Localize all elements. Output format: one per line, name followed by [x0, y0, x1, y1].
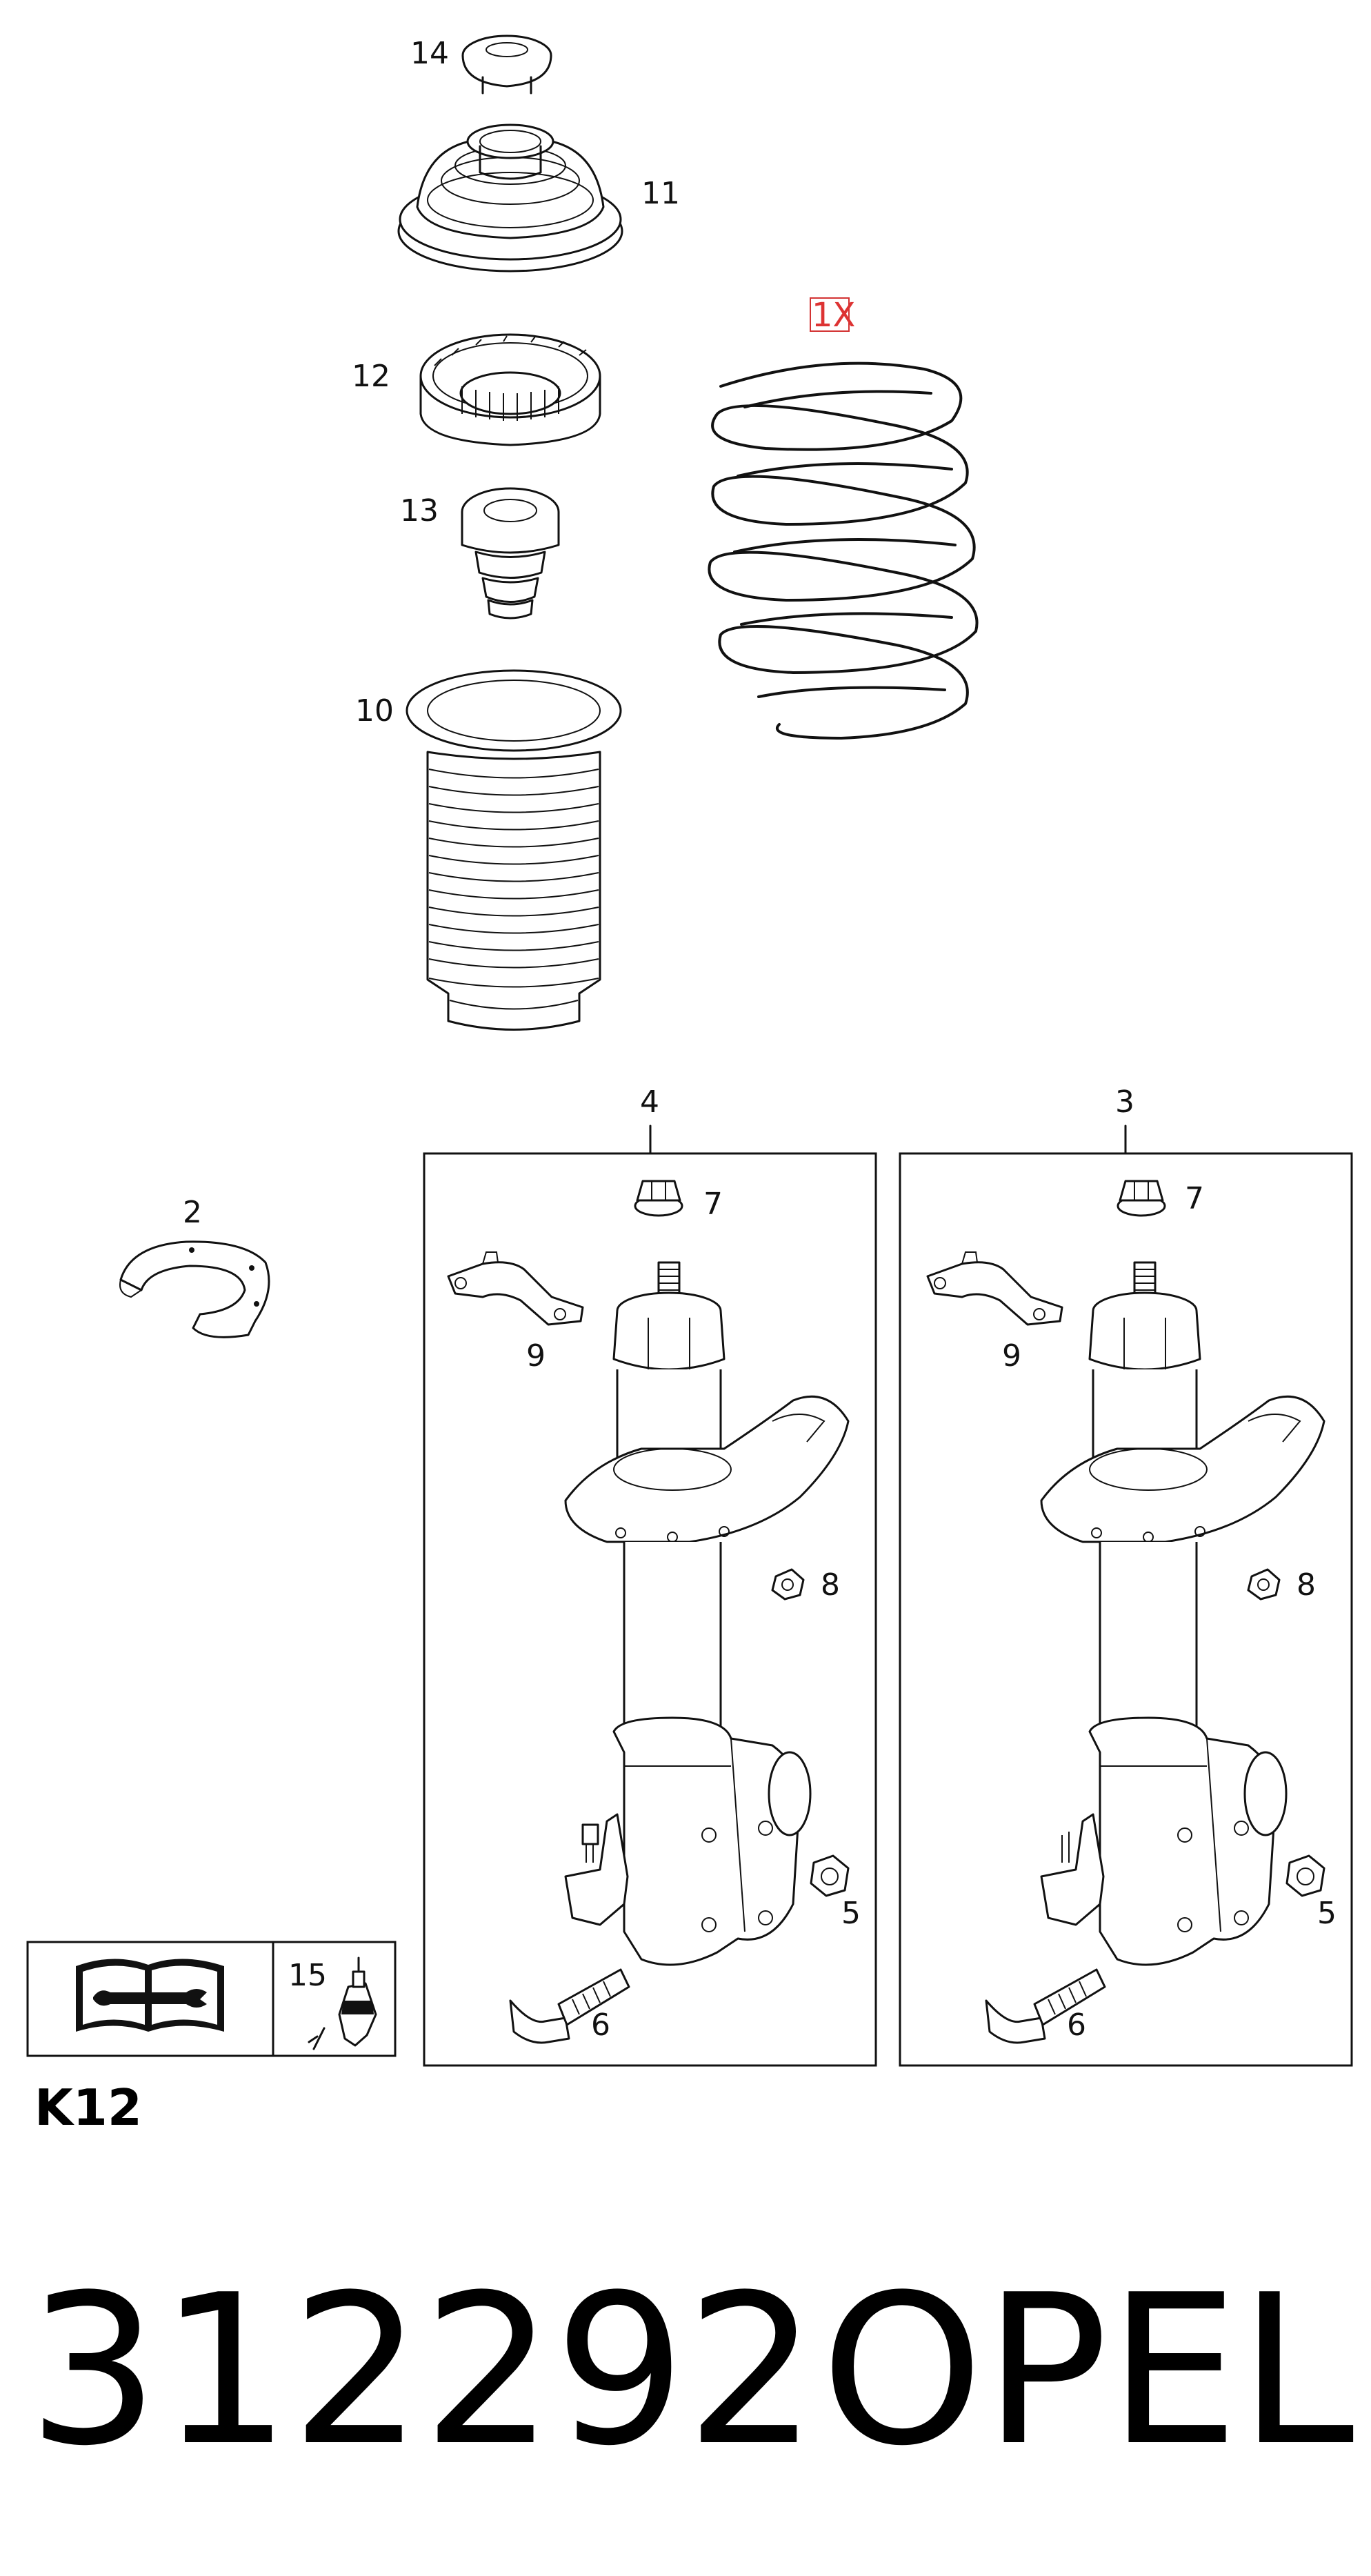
- callout-1-highlight-box: [810, 297, 850, 332]
- callout-4: 4: [640, 1084, 659, 1120]
- strut-assembly-3[interactable]: [926, 1180, 1325, 1966]
- part-1-coil-spring[interactable]: [708, 361, 979, 740]
- part-6-bolt-b[interactable]: [985, 1968, 1106, 2044]
- part-14-cap[interactable]: [461, 34, 552, 95]
- part-5-nut-a[interactable]: [810, 1854, 850, 1897]
- part-9-bracket-a[interactable]: [447, 1251, 584, 1326]
- strut-assembly-4[interactable]: [447, 1180, 850, 1966]
- part-2-spring-seat[interactable]: [119, 1240, 270, 1338]
- callout-1: 1X: [812, 296, 855, 335]
- callout-2: 2: [183, 1195, 202, 1230]
- part-6-bolt-a[interactable]: [509, 1968, 630, 2044]
- callout-8-a: 8: [821, 1567, 840, 1603]
- strut-assembly-box-4: [423, 1152, 877, 2067]
- part-7-nut-b[interactable]: [1117, 1180, 1166, 1217]
- callout-5-b: 5: [1317, 1896, 1337, 1931]
- callout-10: 10: [355, 693, 394, 729]
- part-5-nut-b[interactable]: [1285, 1854, 1325, 1897]
- callout-7-b: 7: [1185, 1181, 1204, 1216]
- callout-13: 13: [400, 493, 439, 528]
- grease-bottle-icon: [308, 1956, 377, 2050]
- callout-14: 14: [410, 36, 449, 71]
- part-13-bump-stop[interactable]: [461, 487, 560, 620]
- part-8-nut-a[interactable]: [771, 1568, 805, 1601]
- part-10-dust-boot[interactable]: [406, 669, 622, 1031]
- callout-6-a: 6: [591, 2008, 610, 2043]
- part-11-strut-mount[interactable]: [397, 123, 623, 273]
- callout-8-b: 8: [1297, 1567, 1316, 1603]
- callout-9-a: 9: [526, 1338, 546, 1374]
- part-9-bracket-b[interactable]: [926, 1251, 1063, 1326]
- callout-12: 12: [352, 359, 390, 394]
- callout-11: 11: [641, 176, 680, 211]
- part-8-nut-b[interactable]: [1247, 1568, 1281, 1601]
- group-code-label: K12: [34, 2079, 142, 2137]
- callout-5-a: 5: [841, 1896, 861, 1931]
- callout-6-b: 6: [1067, 2008, 1086, 2043]
- callout-15: 15: [288, 1958, 327, 1993]
- legend-box: [26, 1941, 397, 2057]
- callout-3: 3: [1115, 1084, 1134, 1120]
- brand-label: OPEL: [821, 2250, 1355, 2491]
- repair-manual-icon: [76, 1959, 224, 2032]
- part-12-bearing[interactable]: [419, 333, 601, 446]
- strut-assembly-box-3: [899, 1152, 1353, 2067]
- part-number-label: 312292: [28, 2250, 817, 2491]
- callout-9-b: 9: [1002, 1338, 1021, 1374]
- part-7-nut-a[interactable]: [634, 1180, 683, 1217]
- callout-7-a: 7: [703, 1187, 723, 1222]
